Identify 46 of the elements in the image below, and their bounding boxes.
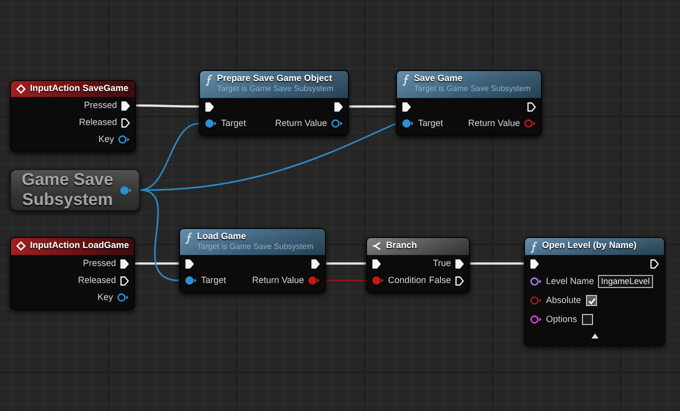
pin-label: Released	[78, 117, 117, 128]
pin-label: Target	[418, 118, 444, 129]
node-title: Save Game	[414, 73, 464, 84]
pin-label: False	[428, 275, 451, 286]
node-subtitle: Target is Game Save Subsystem	[414, 84, 530, 94]
node-title: Prepare Save Game Object	[217, 73, 334, 84]
pin-label: Target	[221, 118, 246, 129]
pin-label: Condition	[388, 275, 426, 286]
wire	[136, 104, 199, 108]
pin-label: Return Value	[252, 275, 304, 286]
pin-label: Absolute	[546, 295, 582, 306]
node-subtitle: Target is Game Save Subsystem	[217, 84, 334, 94]
node-title: Open Level (by Name)	[542, 240, 637, 251]
function-node	[396, 70, 542, 136]
pin-label: Options	[546, 314, 578, 325]
pin-label: Pressed	[84, 100, 117, 111]
event-node	[10, 237, 135, 310]
pin-label: True	[432, 258, 451, 269]
pin-label: Return Value	[468, 118, 520, 129]
node-title: Load Game	[197, 231, 248, 242]
wire	[326, 280, 366, 282]
node-label: Game Save Subsystem	[20, 170, 114, 210]
wire	[470, 262, 524, 265]
pin-label: Level Name	[546, 276, 594, 287]
node-subtitle: Target is Game Save Subsystem	[197, 242, 314, 252]
event-node	[10, 80, 136, 152]
pin-label: Pressed	[82, 258, 116, 269]
wire	[349, 105, 396, 108]
wire	[326, 262, 366, 265]
pin-label: Return Value	[275, 118, 327, 129]
variable-node	[10, 169, 140, 211]
wire	[140, 122, 200, 191]
node-title: InputAction LoadGame	[30, 240, 129, 251]
function-node	[199, 70, 349, 136]
pin-label: Key	[98, 134, 114, 145]
pin-label: Key	[97, 292, 113, 303]
node-title: Branch	[386, 240, 418, 251]
function-node	[524, 237, 665, 346]
pin-label: Released	[78, 275, 116, 286]
pin-label: Target	[201, 275, 226, 286]
wire	[135, 262, 179, 265]
wire	[140, 189, 180, 282]
text-field: IngameLevel	[598, 275, 653, 288]
node-title: InputAction SaveGame	[30, 83, 129, 94]
function-node	[179, 228, 326, 293]
branch-node	[366, 237, 470, 293]
